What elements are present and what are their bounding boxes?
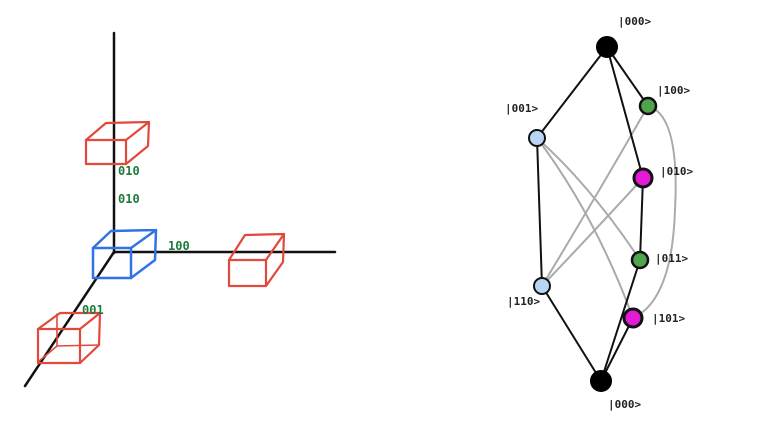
axes-diagram: 010 010 100 001 (23, 31, 337, 388)
edge-n110-n100 (541, 105, 649, 287)
edge-n001-n011 (536, 137, 641, 261)
node-n011 (630, 250, 650, 270)
label-n101: |101> (652, 312, 685, 325)
x-axis-label: 100 (168, 239, 190, 253)
edge-n110-n010 (541, 177, 644, 287)
label-n100: |100> (657, 84, 690, 97)
edge-n010-n011 (639, 177, 644, 261)
label-n110: |110> (507, 295, 540, 308)
edge-n100-n101 (632, 105, 677, 319)
edge-top-n100 (606, 46, 649, 107)
label-n011: |011> (655, 252, 688, 265)
edge-top-n001 (536, 46, 608, 139)
node-bottom (590, 370, 612, 392)
right-cube (227, 232, 286, 288)
node-top (596, 36, 618, 58)
front-cube (36, 311, 102, 365)
label-n001: |001> (505, 102, 538, 115)
label-bottom: |000> (608, 398, 641, 411)
edge-n110-bottom (541, 285, 602, 382)
node-n010 (632, 167, 654, 189)
y-axis-label: 010 (118, 192, 140, 206)
label-n010: |010> (660, 165, 693, 178)
state-graph: |000> |100> |001> |010> |011> |110> |101… (505, 15, 693, 411)
edge-n001-n110 (536, 137, 543, 287)
edge-n001-n101 (536, 137, 634, 319)
node-n100 (638, 96, 658, 116)
black-edges (536, 46, 649, 382)
edge-n101-bottom (600, 317, 634, 382)
top-cube-label: 010 (118, 164, 140, 178)
node-n001 (528, 129, 546, 147)
edge-top-n010 (606, 46, 644, 179)
node-n110 (533, 277, 551, 295)
label-top: |000> (618, 15, 651, 28)
gray-edges (536, 105, 677, 319)
node-n101 (622, 307, 644, 329)
z-axis-label: 001 (82, 303, 104, 317)
origin-cube (91, 228, 158, 280)
edge-n011-bottom (600, 259, 641, 382)
top-cube (84, 120, 151, 166)
